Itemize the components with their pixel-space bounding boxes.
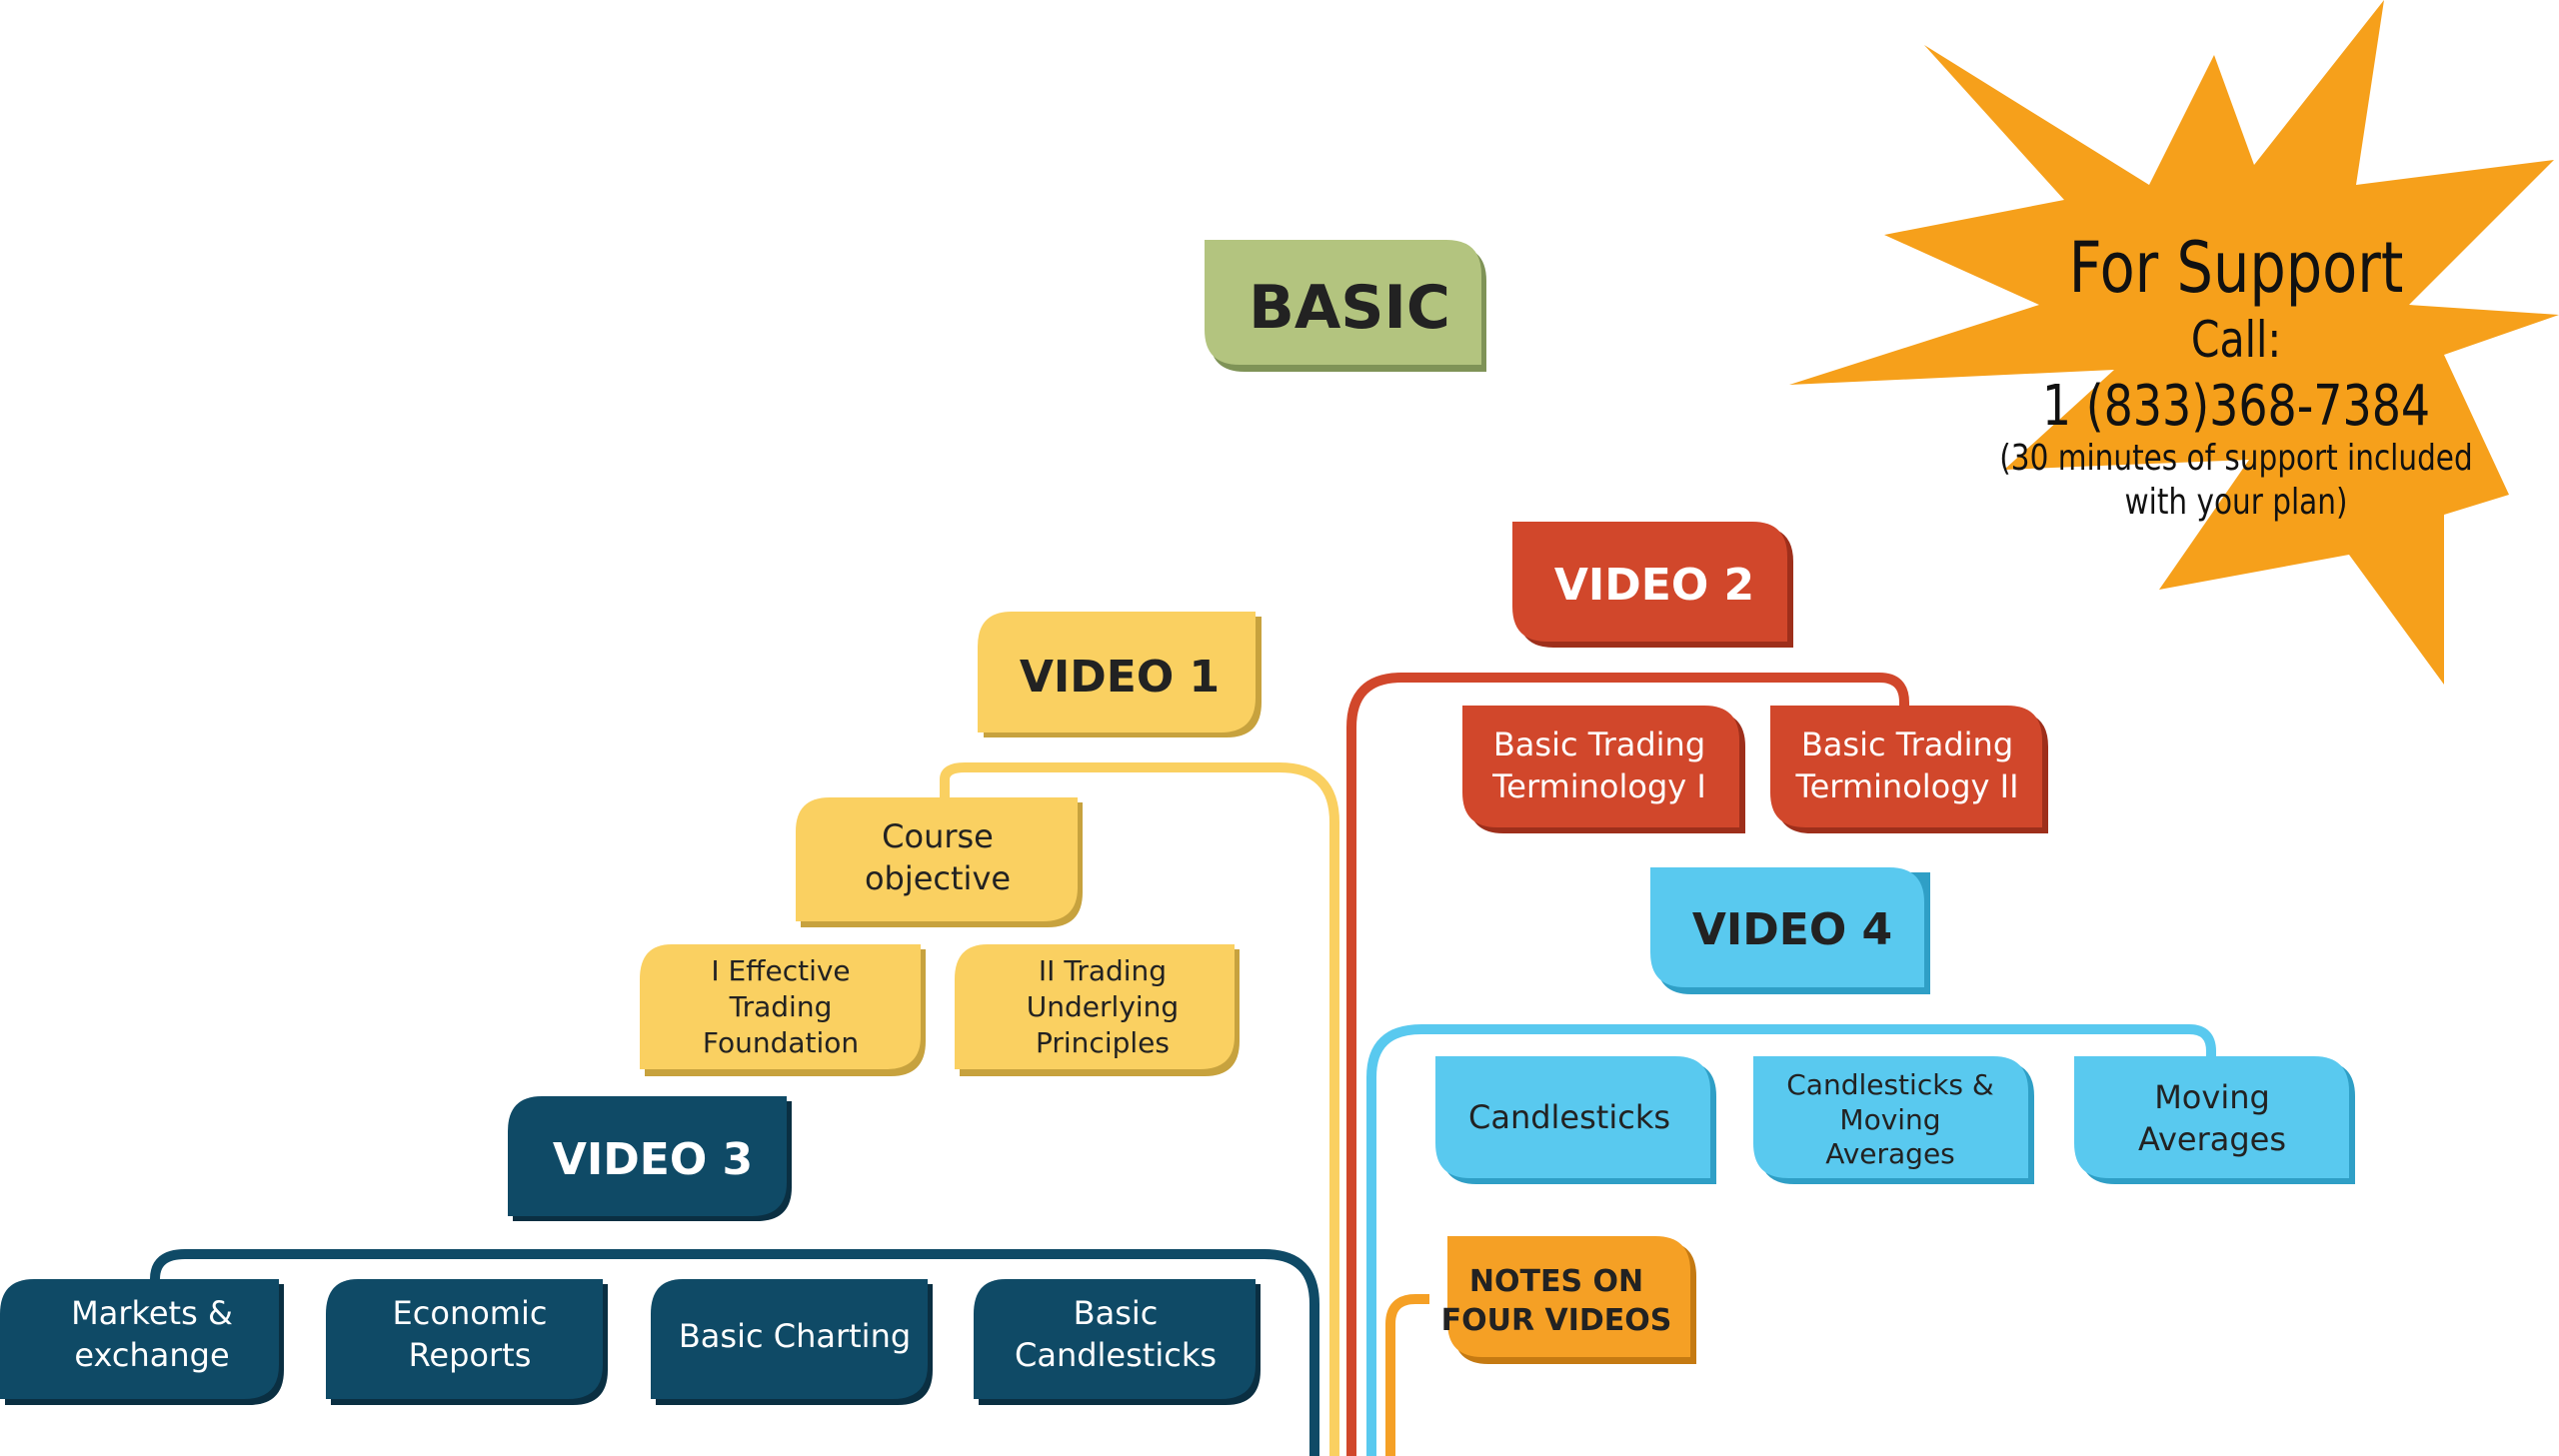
candlesticks-ma-line1: Candlesticks & — [1786, 1068, 1994, 1101]
video2-connector — [1346, 673, 1909, 1456]
course-objective-line2: objective — [865, 859, 1011, 897]
effective-trading-line2: Trading — [729, 990, 833, 1023]
effective-trading-line1: I Effective — [711, 954, 850, 987]
video3-label: VIDEO 3 — [553, 1134, 753, 1185]
basic-charting-node: Basic Charting — [651, 1279, 933, 1405]
basic-charting-line1: Basic Charting — [679, 1317, 911, 1355]
video1-connector — [940, 762, 1339, 1456]
support-note-line2: with your plan) — [2125, 480, 2348, 523]
markets-exchange-node: Markets & exchange — [0, 1279, 284, 1405]
notes-line1: NOTES ON — [1469, 1264, 1643, 1299]
video2-label: VIDEO 2 — [1554, 560, 1754, 611]
video1-label: VIDEO 1 — [1020, 652, 1220, 703]
video3-node: VIDEO 3 — [508, 1096, 792, 1221]
trading-principles-line2: Underlying — [1027, 990, 1179, 1023]
basic-node: BASIC — [1205, 240, 1486, 372]
video4-node: VIDEO 4 — [1650, 867, 1930, 994]
trading-principles-line1: II Trading — [1039, 954, 1167, 987]
basic-candlesticks-line1: Basic — [1074, 1294, 1159, 1332]
economic-reports-node: Economic Reports — [326, 1279, 608, 1405]
moving-averages-line1: Moving — [2154, 1078, 2270, 1116]
notes-line2: FOUR VIDEOS — [1441, 1303, 1672, 1338]
terminology1-line2: Terminology I — [1491, 767, 1706, 805]
economic-reports-line1: Economic — [393, 1294, 548, 1332]
effective-trading-node: I Effective Trading Foundation — [640, 944, 926, 1076]
trading-principles-node: II Trading Underlying Principles — [955, 944, 1240, 1076]
terminology2-line2: Terminology II — [1794, 767, 2018, 805]
terminology2-node: Basic Trading Terminology II — [1770, 706, 2048, 833]
economic-reports-line2: Reports — [409, 1336, 532, 1374]
basic-candlesticks-node: Basic Candlesticks — [974, 1279, 1261, 1405]
course-objective-node: Course objective — [796, 797, 1083, 927]
notes-node: NOTES ON FOUR VIDEOS — [1441, 1236, 1696, 1364]
video2-node: VIDEO 2 — [1512, 522, 1793, 648]
terminology2-line1: Basic Trading — [1801, 726, 2013, 763]
terminology1-line1: Basic Trading — [1493, 726, 1705, 763]
moving-averages-line2: Averages — [2138, 1120, 2286, 1158]
support-phone: 1 (833)368-7384 — [2042, 374, 2430, 440]
support-note-line1: (30 minutes of support included — [1999, 436, 2472, 479]
course-objective-line1: Course — [882, 817, 994, 855]
candlesticks-moving-averages-node: Candlesticks & Moving Averages — [1753, 1056, 2034, 1184]
basic-candlesticks-line2: Candlesticks — [1015, 1336, 1217, 1374]
support-title: For Support — [2069, 229, 2404, 310]
effective-trading-line3: Foundation — [703, 1026, 859, 1059]
starburst-shape — [1789, 0, 2559, 685]
candlesticks-ma-line2: Moving — [1839, 1103, 1940, 1136]
markets-exchange-line2: exchange — [74, 1336, 229, 1374]
candlesticks-node: Candlesticks — [1435, 1056, 1716, 1184]
support-starburst: For Support Call: 1 (833)368-7384 (30 mi… — [1789, 0, 2559, 685]
moving-averages-node: Moving Averages — [2074, 1056, 2355, 1184]
video4-label: VIDEO 4 — [1692, 904, 1892, 955]
notes-connector — [1385, 1294, 1429, 1456]
video4-connector — [1366, 1024, 2216, 1456]
support-call-label: Call: — [2191, 311, 2281, 369]
candlesticks-ma-line3: Averages — [1825, 1137, 1955, 1170]
terminology1-node: Basic Trading Terminology I — [1462, 706, 1745, 833]
basic-label: BASIC — [1249, 273, 1450, 343]
video3-connector — [150, 1249, 1319, 1456]
video1-node: VIDEO 1 — [978, 612, 1262, 737]
candlesticks-line1: Candlesticks — [1468, 1098, 1670, 1136]
trading-principles-line3: Principles — [1036, 1026, 1170, 1059]
connectors — [150, 673, 2216, 1456]
markets-exchange-line1: Markets & — [71, 1294, 233, 1332]
